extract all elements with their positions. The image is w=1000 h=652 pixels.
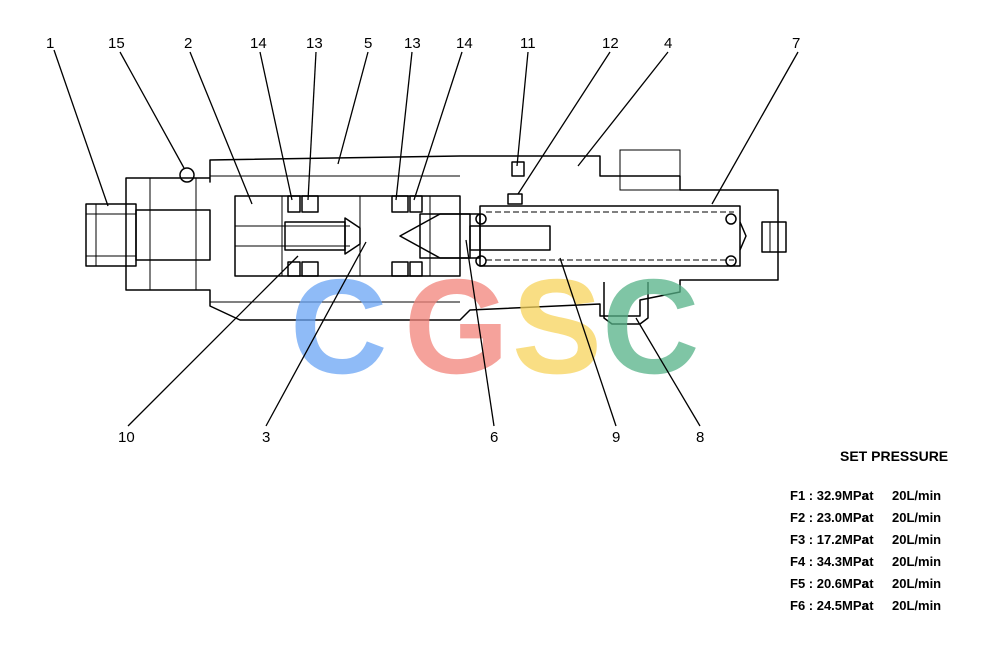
label-11: 11 — [520, 35, 536, 52]
label-12: 12 — [602, 35, 619, 52]
spec-flow: 20L/min — [892, 597, 942, 613]
label-3: 3 — [262, 429, 270, 446]
seals-13-14 — [287, 195, 423, 277]
spec-at: at — [862, 597, 874, 613]
watermark-letter: C — [602, 251, 700, 402]
label-7: 7 — [792, 35, 800, 52]
label-13a: 13 — [306, 35, 323, 52]
spec-at: at — [862, 575, 874, 591]
label-9: 9 — [612, 429, 620, 446]
part-7-adjust-screw — [761, 221, 787, 253]
watermark-letter: G — [404, 251, 509, 402]
spec-label: F2 : 23.0MPa — [790, 509, 869, 525]
label-14b: 14 — [456, 35, 473, 52]
label-14a: 14 — [250, 35, 267, 52]
part-12-seal — [507, 193, 523, 205]
label-2: 2 — [184, 35, 192, 52]
part-1-plug — [85, 203, 211, 267]
part-11-seal — [511, 161, 525, 177]
part-9-spring — [469, 205, 747, 267]
label-8: 8 — [696, 429, 704, 446]
spec-flow: 20L/min — [892, 509, 942, 525]
spec-row: F3 : 17.2MPa at 20L/min — [790, 528, 990, 550]
watermark: C G S C — [290, 251, 700, 402]
spec-at: at — [862, 487, 874, 503]
spec-at: at — [862, 509, 874, 525]
spec-label: F4 : 34.3MPa — [790, 553, 869, 569]
spec-label: F5 : 20.6MPa — [790, 575, 869, 591]
label-6: 6 — [490, 429, 498, 446]
label-1: 1 — [46, 35, 54, 52]
watermark-letter: C — [290, 251, 388, 402]
label-13b: 13 — [404, 35, 421, 52]
spec-label: F1 : 32.9MPa — [790, 487, 869, 503]
set-pressure-title: SET PRESSURE — [840, 448, 949, 464]
label-10: 10 — [118, 429, 135, 446]
spec-row: F2 : 23.0MPa at 20L/min — [790, 506, 990, 528]
spec-row: F6 : 24.5MPa at 20L/min — [790, 594, 990, 616]
spec-at: at — [862, 531, 874, 547]
leader-lines — [53, 49, 799, 427]
part-10-piston — [284, 217, 361, 255]
part-8-nut — [603, 282, 649, 325]
part-15-oring — [179, 167, 195, 183]
spec-row: F1 : 32.9MPa at 20L/min — [790, 484, 990, 506]
label-4: 4 — [664, 35, 672, 52]
spec-at: at — [862, 553, 874, 569]
label-5: 5 — [364, 35, 372, 52]
spec-flow: 20L/min — [892, 531, 942, 547]
set-pressure-table: SET PRESSURE F1 : 32.9MPa at 20L/min F2 … — [790, 448, 990, 616]
part-labels: 1 15 2 14 13 5 13 14 11 12 4 7 10 3 6 9 … — [46, 35, 800, 446]
watermark-letter: S — [512, 251, 602, 402]
spec-flow: 20L/min — [892, 487, 942, 503]
spec-row: F4 : 34.3MPa at 20L/min — [790, 550, 990, 572]
spec-row: F5 : 20.6MPa at 20L/min — [790, 572, 990, 594]
label-15: 15 — [108, 35, 125, 52]
spec-label: F3 : 17.2MPa — [790, 531, 869, 547]
spec-flow: 20L/min — [892, 553, 942, 569]
spec-flow: 20L/min — [892, 575, 942, 591]
spec-label: F6 : 24.5MPa — [790, 597, 869, 613]
